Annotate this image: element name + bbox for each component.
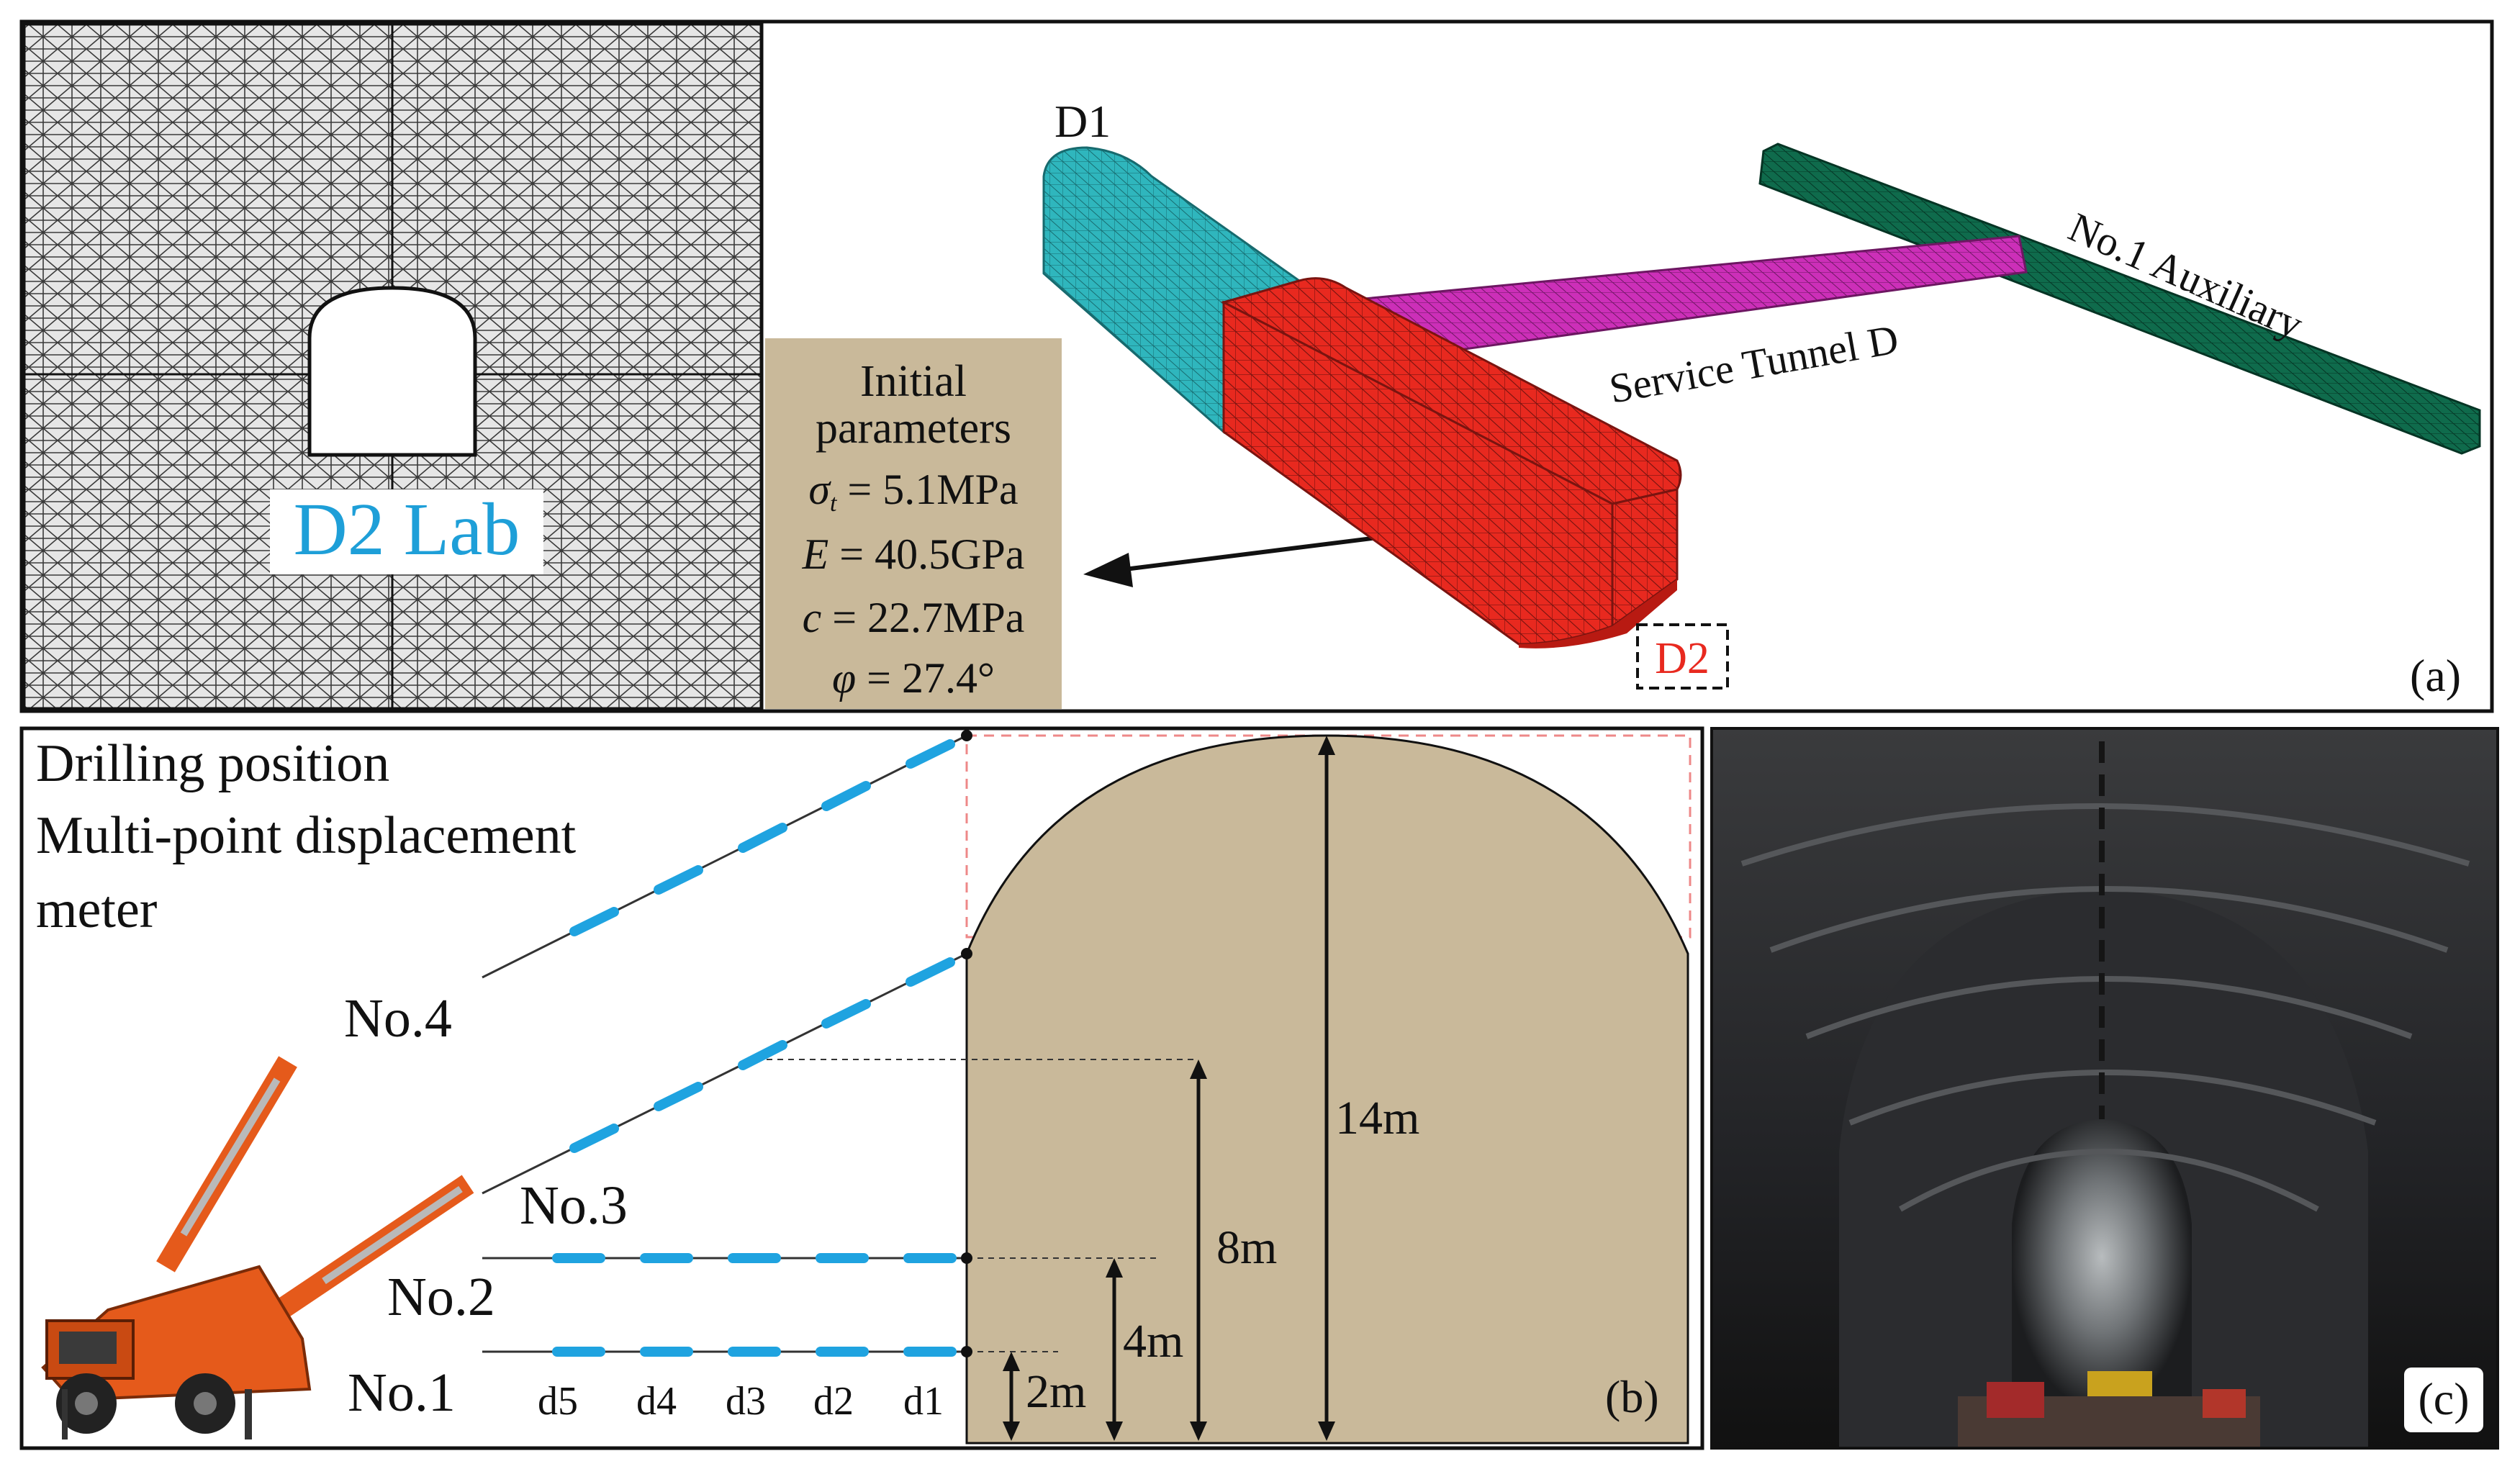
panel-c-label: (c) <box>2418 1373 2469 1424</box>
dim-14m <box>1318 736 1335 1441</box>
label-no4: No.4 <box>344 988 452 1049</box>
params-box: Initial parameters σt = 5.1MPa E = 40.5G… <box>765 338 1062 709</box>
label-no1: No.1 <box>348 1362 456 1423</box>
dim-label-4m: 4m <box>1123 1315 1183 1368</box>
tunnel-photo-equip-3 <box>2203 1389 2246 1418</box>
lab-label: D2 Lab <box>294 488 520 571</box>
dim-label-14m: 14m <box>1335 1092 1419 1144</box>
mesh-section: D2 Lab <box>22 22 764 711</box>
meters-no4 <box>569 739 955 936</box>
panel-c-frame <box>1710 727 2499 1450</box>
dim-4m <box>1106 1258 1123 1441</box>
point-d4: d4 <box>636 1379 677 1424</box>
tunnel-photo-equip-2 <box>2087 1371 2152 1396</box>
meters-no3 <box>569 957 955 1153</box>
panel-b-label: (b) <box>1605 1371 1659 1422</box>
param-sigma: σt = 5.1MPa <box>808 466 1018 517</box>
params-bg <box>765 338 1062 709</box>
drilling-rig-icon <box>41 1056 474 1439</box>
tunnel-photo-ridges <box>1740 803 2470 1212</box>
aux-tunnel <box>1758 143 2481 455</box>
dim-label-2m: 2m <box>1026 1365 1086 1418</box>
point-d5: d5 <box>538 1379 578 1424</box>
panel-c-label-bg <box>2404 1368 2483 1432</box>
d1-label: D1 <box>1054 96 1111 147</box>
label-no2: No.2 <box>387 1267 495 1327</box>
d2-tunnel-top <box>1220 277 1682 505</box>
panel-a: D2 Lab Initial parameters σt = 5.1MPa E … <box>19 19 2494 713</box>
panel-b: 2m 4m 8m 14m <box>19 726 1704 1450</box>
dim-8m <box>1190 1059 1207 1441</box>
point-d3: d3 <box>726 1379 766 1424</box>
param-e: E = 40.5GPa <box>802 530 1025 578</box>
point-d1: d1 <box>903 1379 944 1424</box>
label-no3: No.3 <box>520 1175 628 1236</box>
d2-label-box <box>1636 623 1729 690</box>
params-arrow-line <box>1119 534 1390 572</box>
d2-tunnel-base <box>1519 579 1677 648</box>
d2-label: D2 <box>1655 634 1710 683</box>
borehole-no4 <box>482 730 972 979</box>
dim-2m <box>1003 1352 1020 1441</box>
params-title-1: Initial <box>860 357 967 406</box>
d2-lab-opening <box>307 286 477 457</box>
panel-a-label: (a) <box>2410 650 2461 701</box>
tunnel-model <box>1042 143 2481 648</box>
d1-tunnel <box>1042 146 1302 435</box>
legend-line-2: Multi-point displacement <box>36 806 577 865</box>
tunnel-photo-equip-1 <box>1987 1382 2044 1418</box>
legend-line-3: meter <box>36 880 157 939</box>
dim-label-8m: 8m <box>1216 1221 1277 1274</box>
point-d2: d2 <box>813 1379 854 1424</box>
params-arrow-head <box>1083 553 1133 587</box>
param-c: c = 22.7MPa <box>803 594 1025 641</box>
params-title-2: parameters <box>816 404 1011 453</box>
legend-line-1: Drilling position <box>36 734 389 793</box>
tunnel-photo-inner <box>2012 1119 2192 1425</box>
borehole-no3 <box>482 948 972 1195</box>
lab-label-bg <box>270 489 543 574</box>
param-phi: φ = 27.4° <box>832 654 995 702</box>
panel-c: (c) <box>1710 727 2499 1450</box>
